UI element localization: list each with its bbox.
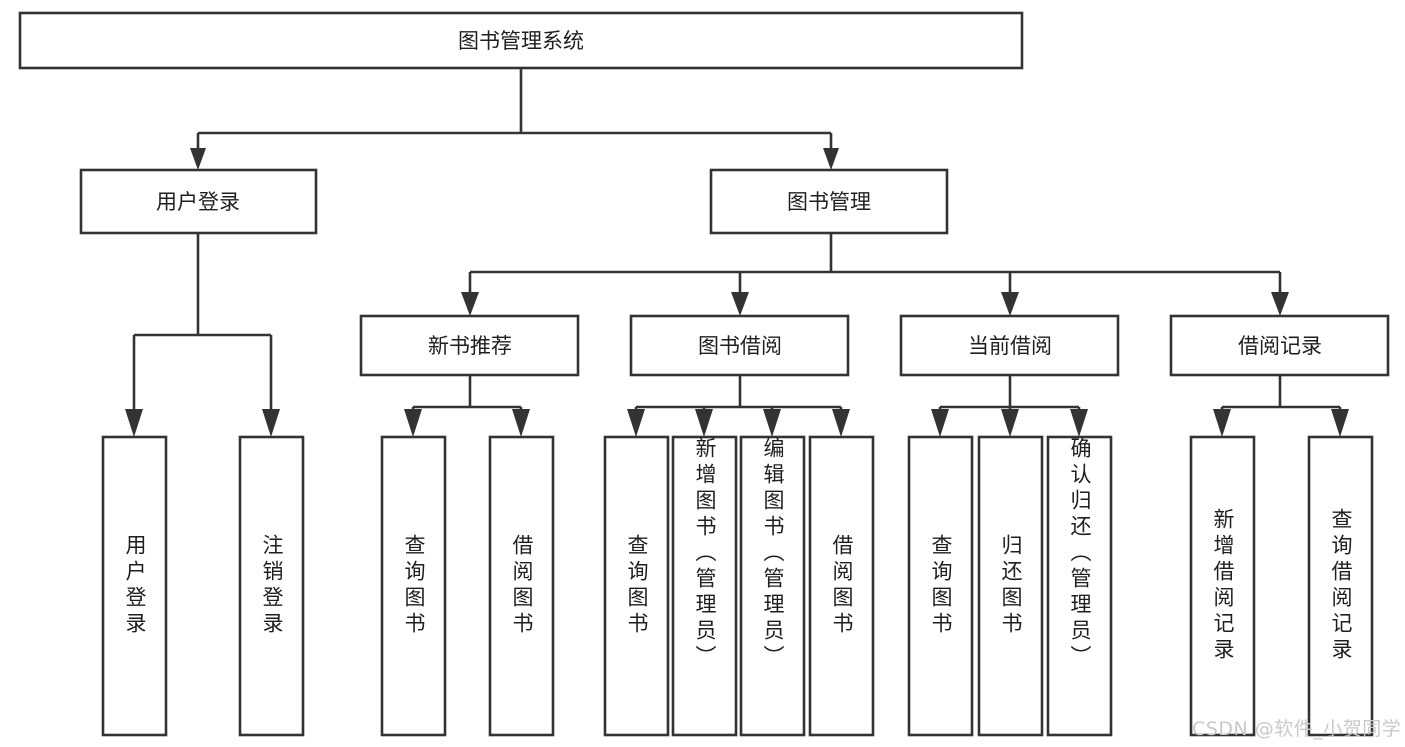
leaf-book-borrow-0[interactable]	[603, 435, 670, 737]
leaf-current-borrow-2[interactable]	[1046, 435, 1113, 737]
node-user-login-label: 用户登录	[156, 190, 240, 214]
leaf-borrow-record-1[interactable]	[1307, 435, 1374, 737]
node-book-management[interactable]: 图书管理	[709, 168, 949, 235]
leaf-book-borrow-3[interactable]	[808, 435, 875, 737]
node-current-borrow[interactable]: 当前借阅	[899, 314, 1120, 377]
node-root[interactable]: 图书管理系统	[18, 11, 1024, 70]
node-borrow-record-label: 借阅记录	[1238, 334, 1322, 358]
node-book-borrow-label: 图书借阅	[698, 334, 782, 358]
connector-borrowrecord-to-leaves	[1213, 375, 1349, 437]
connector-userlogin-to-leaves	[125, 233, 280, 437]
node-book-borrow[interactable]: 图书借阅	[629, 314, 850, 377]
node-root-label: 图书管理系统	[458, 29, 584, 53]
leaf-current-borrow-0[interactable]	[907, 435, 974, 737]
leaf-new-book-1[interactable]	[488, 435, 555, 737]
node-user-login[interactable]: 用户登录	[79, 168, 318, 235]
leaf-new-book-0[interactable]	[380, 435, 447, 737]
leaf-user-login-0[interactable]	[101, 435, 168, 737]
connector-currentborrow-to-leaves	[931, 375, 1088, 437]
leaf-book-borrow-2[interactable]	[739, 435, 806, 737]
node-new-book-recommend[interactable]: 新书推荐	[359, 314, 580, 377]
node-book-management-label: 图书管理	[787, 190, 871, 214]
node-borrow-record[interactable]: 借阅记录	[1169, 314, 1390, 377]
connector-bookborrow-to-leaves	[627, 375, 850, 437]
connector-bookmgmt-to-level3	[461, 233, 1289, 316]
leaf-book-borrow-1[interactable]	[671, 435, 738, 737]
connector-root-to-level2	[190, 68, 839, 170]
leaf-borrow-record-0[interactable]	[1189, 435, 1256, 737]
connector-newbook-to-leaves	[404, 375, 530, 437]
leaf-current-borrow-1[interactable]	[977, 435, 1044, 737]
leaf-user-login-1[interactable]	[238, 435, 305, 737]
csdn-watermark: CSDN @软件_小贺同学	[1192, 718, 1402, 740]
node-current-borrow-label: 当前借阅	[968, 334, 1052, 358]
node-new-book-recommend-label: 新书推荐	[428, 334, 512, 358]
